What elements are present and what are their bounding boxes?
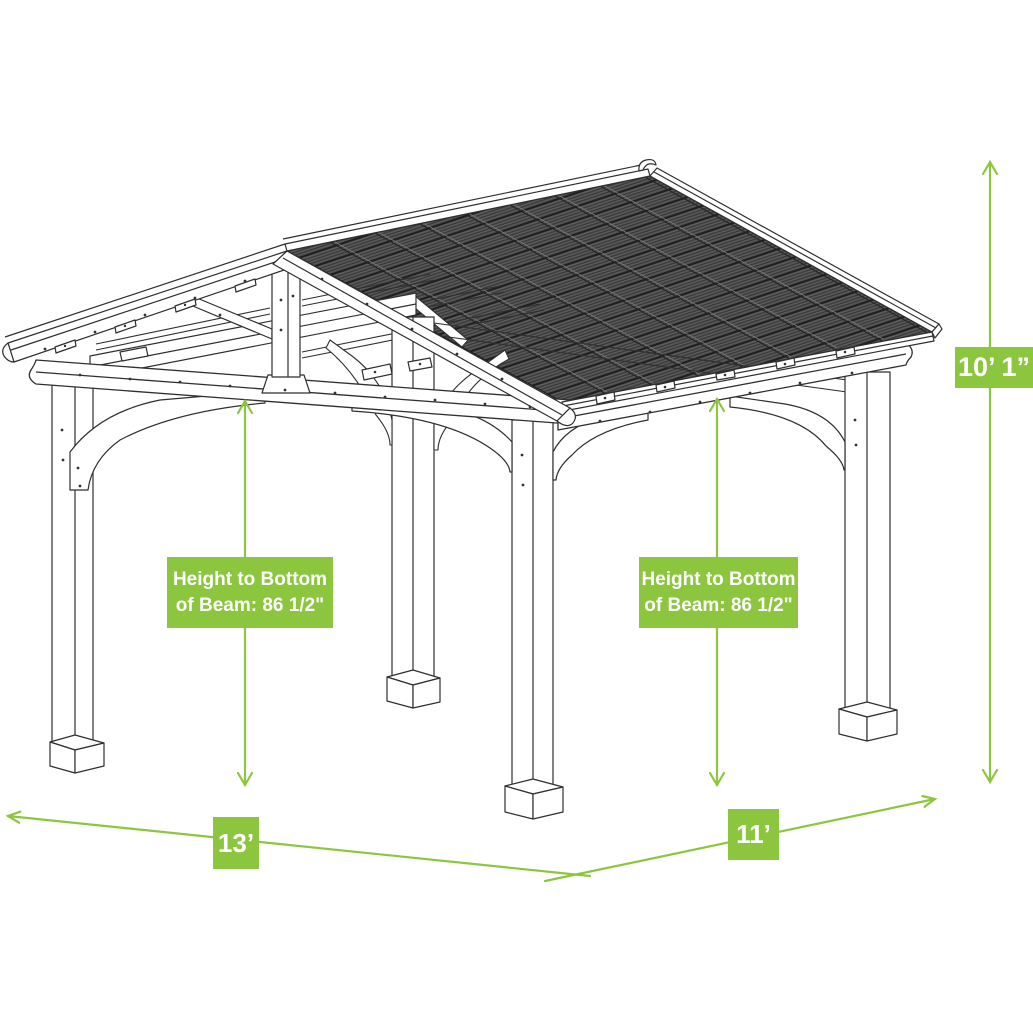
king-post-flare [261,374,311,394]
post-rear-left [386,316,441,709]
gable-truss [187,257,433,394]
roof-panel-seams [329,176,929,395]
gable-fascia-curl [556,407,576,427]
height-label-line2: of Beam: 86 1/2" [644,594,793,616]
height-label-line1: Height to Bottom [172,568,328,590]
height-label-line1: Height to Bottom [641,568,796,590]
king-post [271,257,301,378]
overall-height-arrow [981,159,999,785]
overall-height-value: 10’ 1” [957,352,1031,382]
gable-front-fascia [272,250,576,427]
post-rear-right [838,371,898,742]
screw-dots [43,277,858,488]
roof-trim [2,158,943,427]
post-base-rear-left [386,669,441,709]
ridge-end-curl [638,158,657,172]
brace-right-face-rear [729,395,846,471]
side-depth-label: 11’ [728,809,779,860]
height-to-beam-label-right: Height to Bottom of Beam: 86 1/2" [639,557,798,628]
front-width-arrow [5,810,592,878]
height-to-beam-label-left: Height to Bottom of Beam: 86 1/2" [167,557,333,628]
left-overhang-fascia [2,243,288,363]
height-label-line2: of Beam: 86 1/2" [175,594,325,616]
front-width-label: 13’ [213,817,259,869]
overall-height-label: 10’ 1” [955,347,1033,388]
front-width-value: 13’ [217,827,255,858]
fascia-tip-curl [2,342,15,363]
far-gable-fascia [649,167,943,339]
purlin-seat-1 [361,363,393,381]
corrugated-roof-panel [286,175,933,403]
roof-seam-highlights [331,183,884,393]
brace-front-left [69,390,266,491]
post-front-right [504,419,564,820]
side-depth-value: 11’ [736,819,771,849]
